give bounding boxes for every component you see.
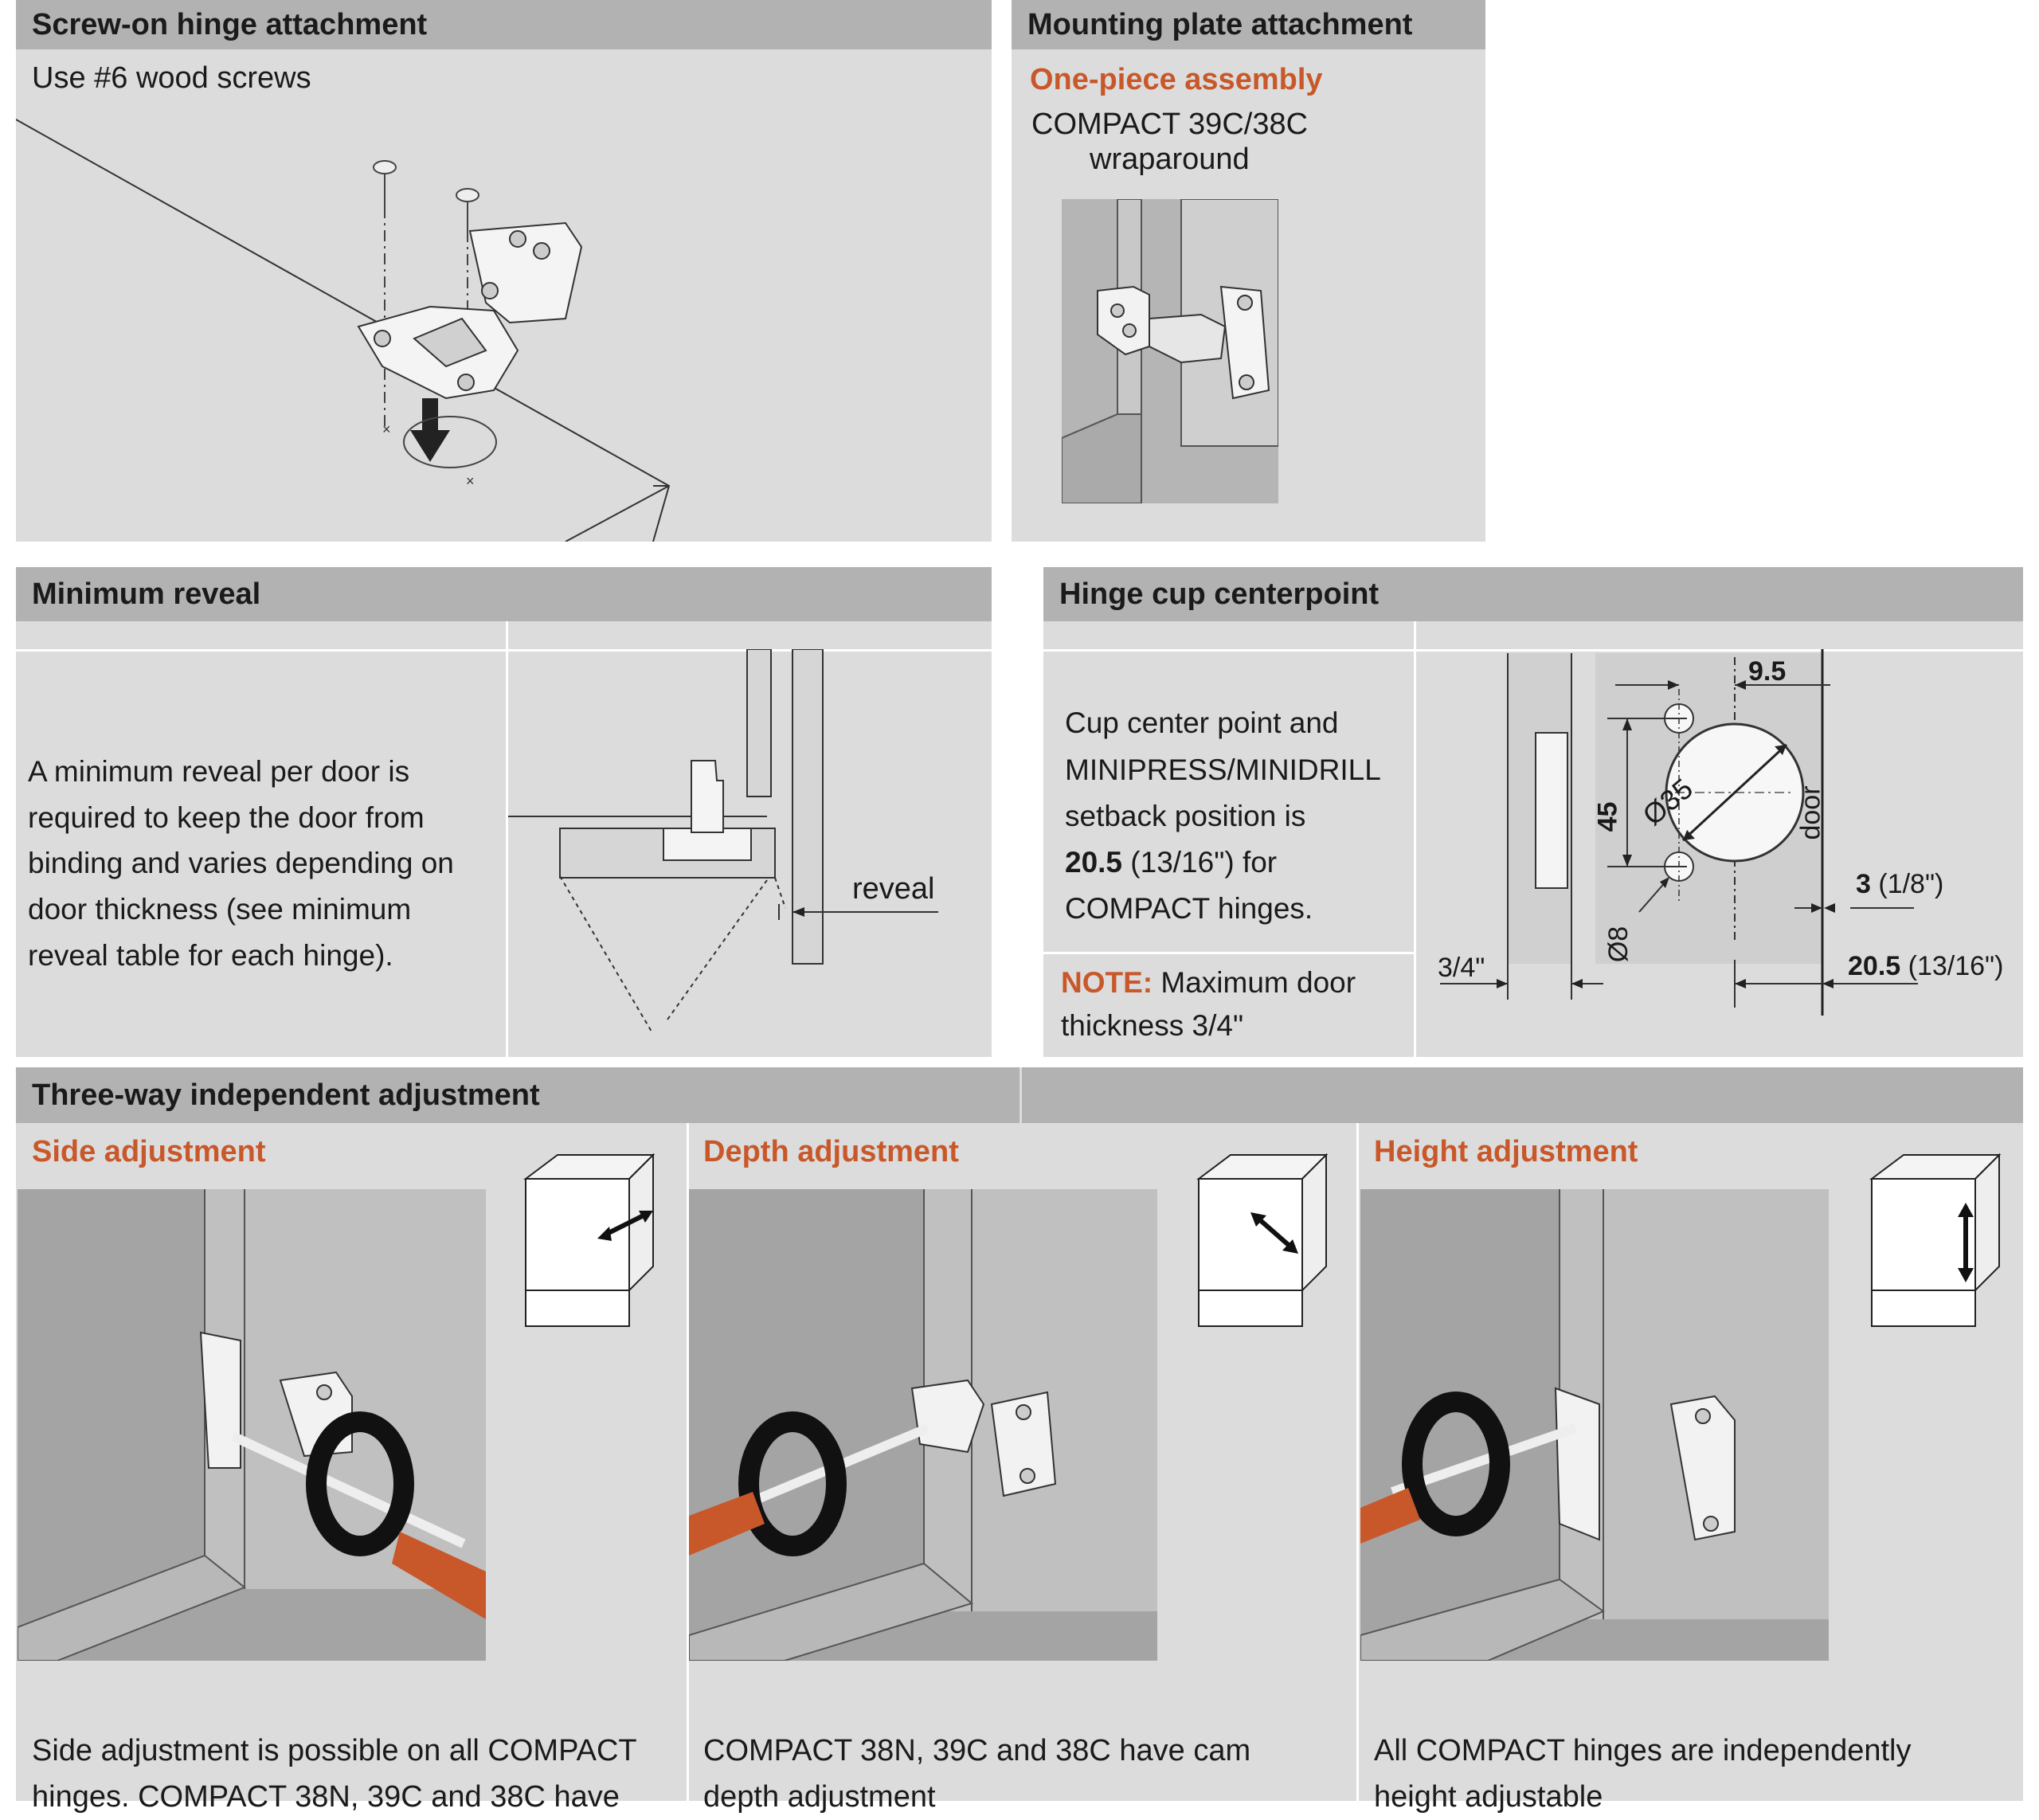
height-cabinet-icon — [1869, 1153, 2002, 1327]
mounting-header: Mounting plate attachment — [1012, 0, 1485, 49]
dim-3-value: 3 — [1856, 869, 1871, 899]
cup-header: Hinge cup centerpoint — [1043, 567, 2023, 621]
height-adjustment-text2: height adjustable — [1374, 1780, 1603, 1814]
side-adjustment-text1: Side adjustment is possible on all COMPA… — [32, 1734, 637, 1767]
depth-adjustment-text2: depth adjustment — [703, 1780, 936, 1814]
cup-setback-value: 20.5 — [1065, 846, 1123, 879]
note-label: NOTE: — [1061, 966, 1153, 999]
reveal-body: A minimum reveal per door is required to… — [28, 755, 454, 972]
side-adjustment-text2: hinges. COMPACT 38N, 39C and 38C have — [32, 1780, 620, 1814]
dim-3-4: 3/4" — [1438, 953, 1485, 983]
note-text: Maximum door — [1153, 966, 1356, 999]
reveal-label: reveal — [852, 872, 935, 906]
screw-note: Use #6 wood screws — [32, 61, 311, 95]
dim-3: 3 (1/8") — [1856, 864, 1943, 905]
cup-note-divider — [1043, 952, 1414, 954]
cup-line2: MINIPRESS/MINIDRILL — [1065, 753, 1381, 786]
dim-45: 45 — [1592, 801, 1623, 832]
one-piece-label: One-piece assembly — [1030, 63, 1323, 96]
height-adjustment-text1: All COMPACT hinges are independently — [1374, 1734, 1912, 1767]
adjust-header: Three-way independent adjustment — [16, 1067, 1020, 1123]
side-cabinet-icon — [523, 1153, 656, 1327]
cup-line3: setback position is — [1065, 800, 1306, 832]
reveal-divider-h — [16, 649, 992, 652]
depth-adjustment-text1: COMPACT 38N, 39C and 38C have cam — [703, 1734, 1251, 1767]
svg-text:×: × — [466, 473, 475, 489]
cup-note: NOTE: Maximum door — [1061, 961, 1356, 1005]
depth-cabinet-icon — [1196, 1153, 1329, 1327]
reveal-divider-v — [506, 621, 508, 1057]
door-label: door — [1795, 785, 1826, 840]
screw-on-illustration: × × — [16, 119, 671, 542]
dim-20-5-inch: (13/16") — [1900, 951, 2004, 981]
reveal-illustration — [508, 649, 938, 1032]
adjust-divider-2 — [1356, 1123, 1359, 1801]
depth-adjustment-title: Depth adjustment — [703, 1135, 959, 1168]
cup-diagram — [1440, 649, 1918, 1016]
cup-note2: thickness 3/4" — [1061, 1009, 1244, 1042]
svg-text:×: × — [382, 421, 391, 437]
model-label: COMPACT 39C/38C — [1031, 108, 1309, 141]
cup-line5: COMPACT hinges. — [1065, 892, 1313, 925]
dim-20-5: 20.5 (13/16") — [1848, 946, 2003, 987]
height-adjustment-title: Height adjustment — [1374, 1135, 1638, 1168]
model-sublabel: wraparound — [1090, 143, 1250, 176]
cup-line4: 20.5 (13/16") for — [1065, 840, 1277, 885]
cup-line1: Cup center point and — [1065, 706, 1339, 739]
dim-3-inch: (1/8") — [1870, 869, 1944, 899]
screw-on-header: Screw-on hinge attachment — [16, 0, 992, 49]
mounting-illustration — [1062, 199, 1278, 503]
reveal-panel — [16, 567, 992, 1057]
cup-setback-inch: (13/16") for — [1122, 846, 1278, 879]
adjust-header-right — [1022, 1067, 2023, 1123]
reveal-header: Minimum reveal — [16, 567, 992, 621]
dim-9-5: 9.5 — [1748, 656, 1787, 687]
side-adjustment-illustration — [18, 1189, 486, 1661]
cup-divider-h — [1043, 649, 2023, 652]
adjust-divider-1 — [687, 1123, 689, 1801]
depth-adjustment-illustration — [689, 1189, 1157, 1661]
dim-20-5-value: 20.5 — [1848, 951, 1901, 981]
side-adjustment-title: Side adjustment — [32, 1135, 266, 1168]
dim-hole-diameter: Ø8 — [1603, 926, 1634, 963]
cup-divider-v — [1414, 621, 1416, 1057]
height-adjustment-illustration — [1360, 1189, 1829, 1661]
